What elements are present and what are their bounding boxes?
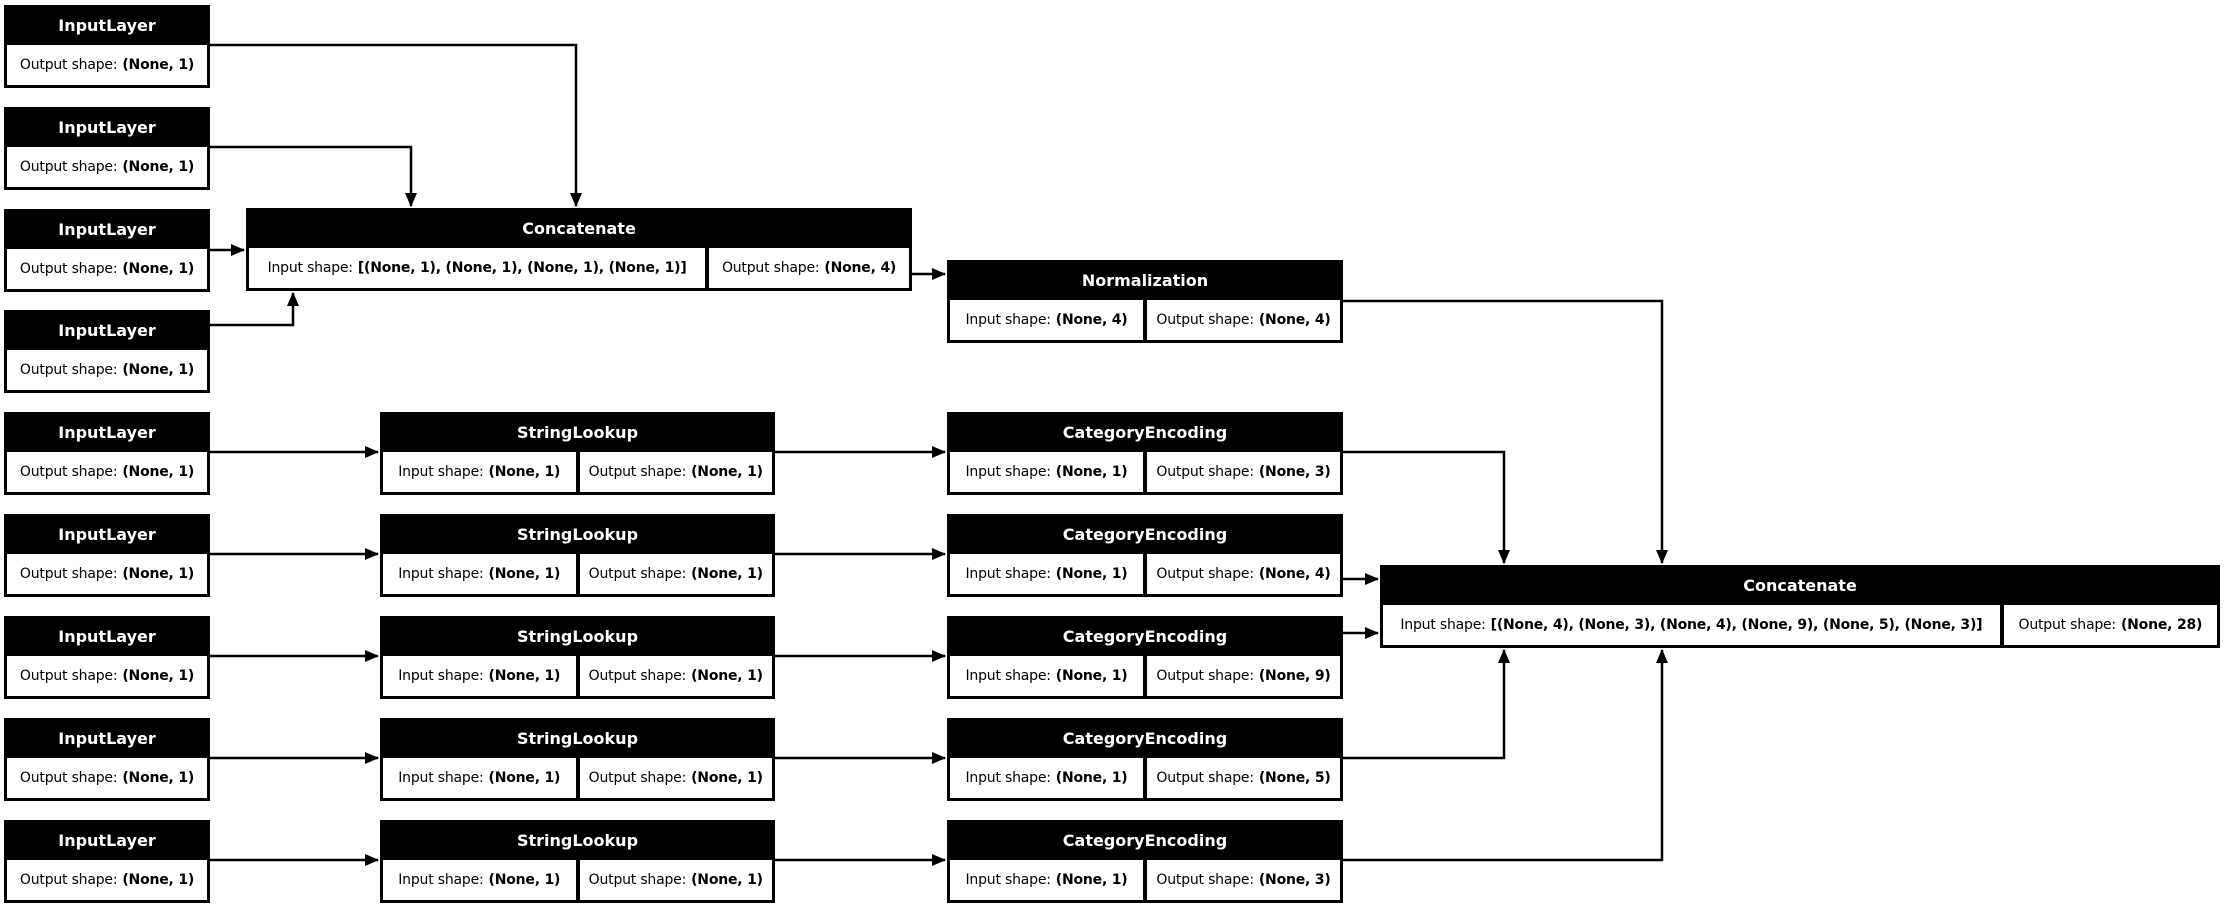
layer-node-inputlayer-5: InputLayer Output shape:(None, 1) xyxy=(4,412,210,495)
layer-title: Concatenate xyxy=(1743,575,1857,595)
layer-title: CategoryEncoding xyxy=(1062,524,1228,544)
output-shape-cell: Output shape:(None, 1) xyxy=(579,758,772,798)
output-shape-cell: Output shape:(None, 1) xyxy=(7,758,207,798)
output-shape-cell: Output shape:(None, 5) xyxy=(1147,758,1340,798)
layer-node-categoryencoding-2: CategoryEncoding Input shape:(None, 1) O… xyxy=(947,514,1343,597)
layer-title: InputLayer xyxy=(58,728,156,748)
input-shape-cell: Input shape:(None, 1) xyxy=(383,452,576,492)
output-shape-cell: Output shape:(None, 1) xyxy=(7,147,207,187)
layer-node-stringlookup-3: StringLookup Input shape:(None, 1) Outpu… xyxy=(380,616,775,699)
layer-title: StringLookup xyxy=(516,830,639,850)
output-shape-cell: Output shape:(None, 1) xyxy=(7,860,207,900)
layer-node-stringlookup-1: StringLookup Input shape:(None, 1) Outpu… xyxy=(380,412,775,495)
layer-node-inputlayer-1: InputLayer Output shape:(None, 1) xyxy=(4,5,210,88)
layer-node-inputlayer-9: InputLayer Output shape:(None, 1) xyxy=(4,820,210,903)
layer-node-concatenate-1: Concatenate Input shape:[(None, 1), (Non… xyxy=(246,208,912,291)
layer-title: StringLookup xyxy=(516,728,639,748)
layer-node-categoryencoding-4: CategoryEncoding Input shape:(None, 1) O… xyxy=(947,718,1343,801)
output-shape-cell: Output shape:(None, 28) xyxy=(2003,605,2217,645)
output-shape-cell: Output shape:(None, 4) xyxy=(1147,300,1340,340)
layer-title: StringLookup xyxy=(516,524,639,544)
input-shape-cell: Input shape:(None, 1) xyxy=(383,656,576,696)
input-shape-cell: Input shape:(None, 1) xyxy=(383,860,576,900)
output-shape-cell: Output shape:(None, 1) xyxy=(579,554,772,594)
output-shape-cell: Output shape:(None, 1) xyxy=(7,45,207,85)
input-shape-cell: Input shape:(None, 1) xyxy=(383,758,576,798)
layer-title: InputLayer xyxy=(58,219,156,239)
layer-title: CategoryEncoding xyxy=(1062,422,1228,442)
edge-encoding4-concat2 xyxy=(1343,649,1510,760)
layer-node-categoryencoding-5: CategoryEncoding Input shape:(None, 1) O… xyxy=(947,820,1343,903)
output-shape-cell: Output shape:(None, 3) xyxy=(1147,452,1340,492)
layer-node-categoryencoding-1: CategoryEncoding Input shape:(None, 1) O… xyxy=(947,412,1343,495)
input-shape-cell: Input shape:(None, 4) xyxy=(950,300,1143,340)
layer-title: InputLayer xyxy=(58,626,156,646)
output-shape-cell: Output shape:(None, 1) xyxy=(579,452,772,492)
output-shape-cell: Output shape:(None, 1) xyxy=(579,656,772,696)
output-shape-cell: Output shape:(None, 1) xyxy=(7,452,207,492)
output-shape-cell: Output shape:(None, 4) xyxy=(709,248,909,288)
layer-node-stringlookup-5: StringLookup Input shape:(None, 1) Outpu… xyxy=(380,820,775,903)
input-shape-cell: Input shape:(None, 1) xyxy=(950,758,1143,798)
layer-title: StringLookup xyxy=(516,422,639,442)
input-shape-cell: Input shape:(None, 1) xyxy=(950,860,1143,900)
output-shape-cell: Output shape:(None, 1) xyxy=(7,554,207,594)
layer-node-stringlookup-2: StringLookup Input shape:(None, 1) Outpu… xyxy=(380,514,775,597)
layer-node-categoryencoding-3: CategoryEncoding Input shape:(None, 1) O… xyxy=(947,616,1343,699)
layer-node-inputlayer-6: InputLayer Output shape:(None, 1) xyxy=(4,514,210,597)
layer-title: InputLayer xyxy=(58,422,156,442)
layer-title: InputLayer xyxy=(58,830,156,850)
edge-input1-concat1 xyxy=(210,43,582,207)
output-shape-cell: Output shape:(None, 1) xyxy=(7,249,207,289)
input-shape-cell: Input shape:[(None, 1), (None, 1), (None… xyxy=(249,248,706,288)
edge-input2-concat1 xyxy=(210,145,417,207)
layer-node-concatenate-2: Concatenate Input shape:[(None, 4), (Non… xyxy=(1380,565,2220,648)
layer-node-inputlayer-8: InputLayer Output shape:(None, 1) xyxy=(4,718,210,801)
output-shape-cell: Output shape:(None, 3) xyxy=(1147,860,1340,900)
layer-title: CategoryEncoding xyxy=(1062,626,1228,646)
input-shape-cell: Input shape:(None, 1) xyxy=(950,554,1143,594)
output-shape-cell: Output shape:(None, 1) xyxy=(579,860,772,900)
layer-title: InputLayer xyxy=(58,524,156,544)
layer-node-inputlayer-3: InputLayer Output shape:(None, 1) xyxy=(4,209,210,292)
output-shape-cell: Output shape:(None, 1) xyxy=(7,350,207,390)
edge-encoding1-concat2 xyxy=(1343,450,1510,564)
input-shape-cell: Input shape:(None, 1) xyxy=(950,452,1143,492)
layer-title: Normalization xyxy=(1081,270,1209,290)
layer-title: InputLayer xyxy=(58,117,156,137)
edge-encoding5-concat2 xyxy=(1343,649,1668,862)
layer-node-stringlookup-4: StringLookup Input shape:(None, 1) Outpu… xyxy=(380,718,775,801)
layer-node-inputlayer-4: InputLayer Output shape:(None, 1) xyxy=(4,310,210,393)
layer-title: CategoryEncoding xyxy=(1062,830,1228,850)
layer-title: InputLayer xyxy=(58,320,156,340)
layer-node-inputlayer-2: InputLayer Output shape:(None, 1) xyxy=(4,107,210,190)
input-shape-cell: Input shape:(None, 1) xyxy=(383,554,576,594)
input-shape-cell: Input shape:[(None, 4), (None, 3), (None… xyxy=(1383,605,2000,645)
layer-title: CategoryEncoding xyxy=(1062,728,1228,748)
layer-node-normalization: Normalization Input shape:(None, 4) Outp… xyxy=(947,260,1343,343)
input-shape-cell: Input shape:(None, 1) xyxy=(950,656,1143,696)
output-shape-cell: Output shape:(None, 1) xyxy=(7,656,207,696)
layer-title: StringLookup xyxy=(516,626,639,646)
layer-node-inputlayer-7: InputLayer Output shape:(None, 1) xyxy=(4,616,210,699)
layer-title: Concatenate xyxy=(522,218,636,238)
edge-normalization-concat2 xyxy=(1343,299,1668,564)
edge-input4-concat1 xyxy=(210,292,299,327)
layer-title: InputLayer xyxy=(58,15,156,35)
output-shape-cell: Output shape:(None, 4) xyxy=(1147,554,1340,594)
output-shape-cell: Output shape:(None, 9) xyxy=(1147,656,1340,696)
